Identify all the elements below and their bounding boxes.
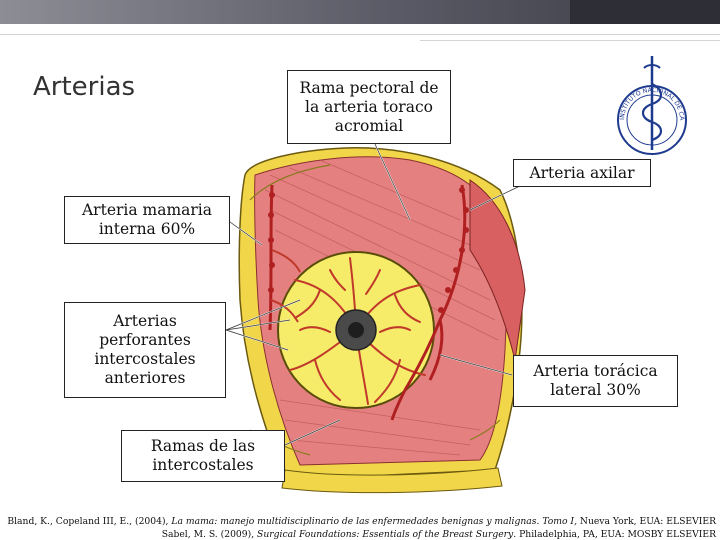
svg-text:INSTITUTO NACIONAL DE CANCEROL: INSTITUTO NACIONAL DE CANCEROLOGÍA Méxic… <box>614 54 685 121</box>
nipple <box>348 322 364 338</box>
logo-text: INSTITUTO NACIONAL DE CANCEROLOGÍA Méxic… <box>614 54 685 121</box>
citation-1: Bland, K., Copeland III, E., (2004), La … <box>7 516 716 527</box>
citation-2: Sabel, M. S. (2009), Surgical Foundation… <box>161 529 716 540</box>
lateral-thoracic-artery <box>390 184 467 421</box>
divider-line-short <box>420 40 720 41</box>
label-perforantes: Arterias perforantes intercostales anter… <box>64 302 226 398</box>
label-arteria-axilar: Arteria axilar <box>513 159 651 187</box>
lateral-thoracic-nodes <box>438 187 469 313</box>
slide-title: Arterias <box>33 72 136 102</box>
divider-line <box>0 34 720 35</box>
lower-fat-border <box>281 467 503 494</box>
top-bar-accent <box>570 0 720 24</box>
perforating-branches <box>270 249 301 323</box>
leader-lines-dark <box>225 143 521 446</box>
label-ramas-intercostales: Ramas de las intercostales <box>121 430 285 482</box>
label-rama-pectoral: Rama pectoral de la arteria toraco acrom… <box>287 70 451 144</box>
internal-mammary-nodes <box>268 192 275 293</box>
caduceus-icon: INSTITUTO NACIONAL DE CANCEROLOGÍA Méxic… <box>614 54 687 155</box>
label-mamaria-interna: Arteria mamaria interna 60% <box>64 196 230 244</box>
axilla-region <box>469 179 526 361</box>
label-toracica-lateral: Arteria torácica lateral 30% <box>513 355 678 407</box>
internal-mammary-artery <box>268 184 274 331</box>
